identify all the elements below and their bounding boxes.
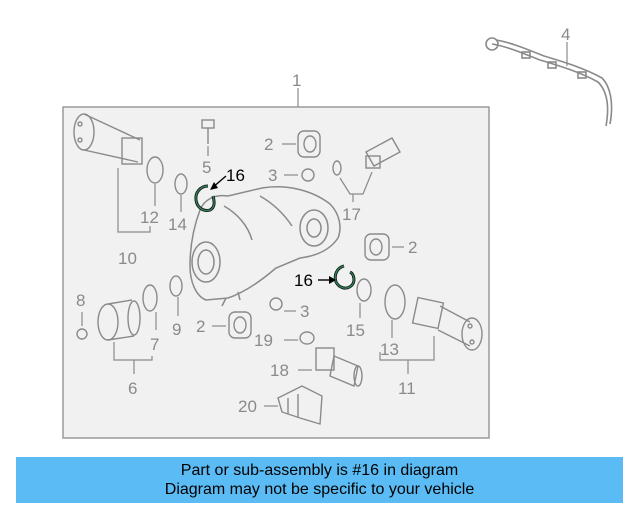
callout-17-bracket bbox=[339, 171, 373, 195]
seal-part-12 bbox=[146, 156, 164, 184]
bolt-part-5 bbox=[201, 119, 215, 144]
parts-diagram: 1 2 2 2 3 3 4 5 6 7 8 9 10 11 12 13 14 1… bbox=[62, 25, 613, 439]
snap-ring-part-16-bottom bbox=[333, 264, 356, 290]
callout-18: 18 bbox=[270, 361, 289, 380]
seal-part-7 bbox=[142, 284, 158, 312]
callout-1: 1 bbox=[292, 71, 301, 90]
o-ring-part-19 bbox=[299, 331, 315, 345]
banner-line-disclaimer: Diagram may not be specific to your vehi… bbox=[164, 481, 475, 498]
info-banner: Part or sub-assembly is #16 in diagram D… bbox=[16, 457, 623, 503]
seal-part-15 bbox=[356, 278, 372, 302]
seal-part-13 bbox=[384, 284, 406, 320]
snap-ring-part-16-top bbox=[194, 184, 216, 212]
bushing-part-2-right bbox=[364, 233, 390, 261]
callout-4: 4 bbox=[561, 25, 570, 44]
callout-7: 7 bbox=[150, 335, 159, 354]
callout-9: 9 bbox=[172, 320, 181, 339]
bracket-part-20 bbox=[277, 385, 323, 425]
callout-10-bracket bbox=[117, 168, 151, 233]
banner-line-part-info: Part or sub-assembly is #16 in diagram bbox=[180, 462, 459, 479]
callout-15: 15 bbox=[346, 321, 365, 340]
assembly-frame bbox=[62, 106, 490, 439]
bushing-part-2-top bbox=[297, 130, 321, 158]
bushing-part-2-bottom bbox=[228, 311, 252, 339]
callout-11-bracket bbox=[379, 336, 435, 361]
callout-17: 17 bbox=[342, 205, 361, 224]
axle-flange-part-11 bbox=[411, 296, 483, 351]
callout-3-top: 3 bbox=[268, 166, 277, 185]
seal-part-9 bbox=[169, 275, 183, 297]
callout-13: 13 bbox=[380, 340, 399, 359]
callout-6-bracket bbox=[113, 342, 153, 361]
callout-3-bottom: 3 bbox=[300, 302, 309, 321]
callout-12: 12 bbox=[140, 208, 159, 227]
axle-flange-part-10 bbox=[73, 113, 143, 165]
seal-part-14 bbox=[174, 173, 188, 195]
callout-14: 14 bbox=[168, 215, 187, 234]
callout-20: 20 bbox=[238, 397, 257, 416]
plug-part-3-top bbox=[301, 168, 315, 182]
callout-8: 8 bbox=[76, 291, 85, 310]
bolt-part-8 bbox=[76, 328, 88, 340]
callout-16-bottom: 16 bbox=[294, 271, 313, 290]
flange-part-6 bbox=[97, 299, 141, 341]
callout-16-top: 16 bbox=[226, 166, 245, 185]
callout-2-top: 2 bbox=[264, 135, 273, 154]
differential-housing bbox=[189, 186, 341, 307]
callout-6: 6 bbox=[128, 379, 137, 398]
actuator-part-18 bbox=[315, 347, 363, 387]
callout-19: 19 bbox=[254, 331, 273, 350]
wiring-harness-part-4 bbox=[485, 37, 613, 127]
callout-2-bottom: 2 bbox=[196, 317, 205, 336]
callout-5: 5 bbox=[202, 158, 211, 177]
callout-10: 10 bbox=[118, 249, 137, 268]
plug-part-3-bottom bbox=[269, 297, 283, 311]
callout-11: 11 bbox=[398, 379, 416, 398]
callout-2-right: 2 bbox=[408, 238, 417, 257]
sensor-part-17 bbox=[332, 137, 401, 176]
